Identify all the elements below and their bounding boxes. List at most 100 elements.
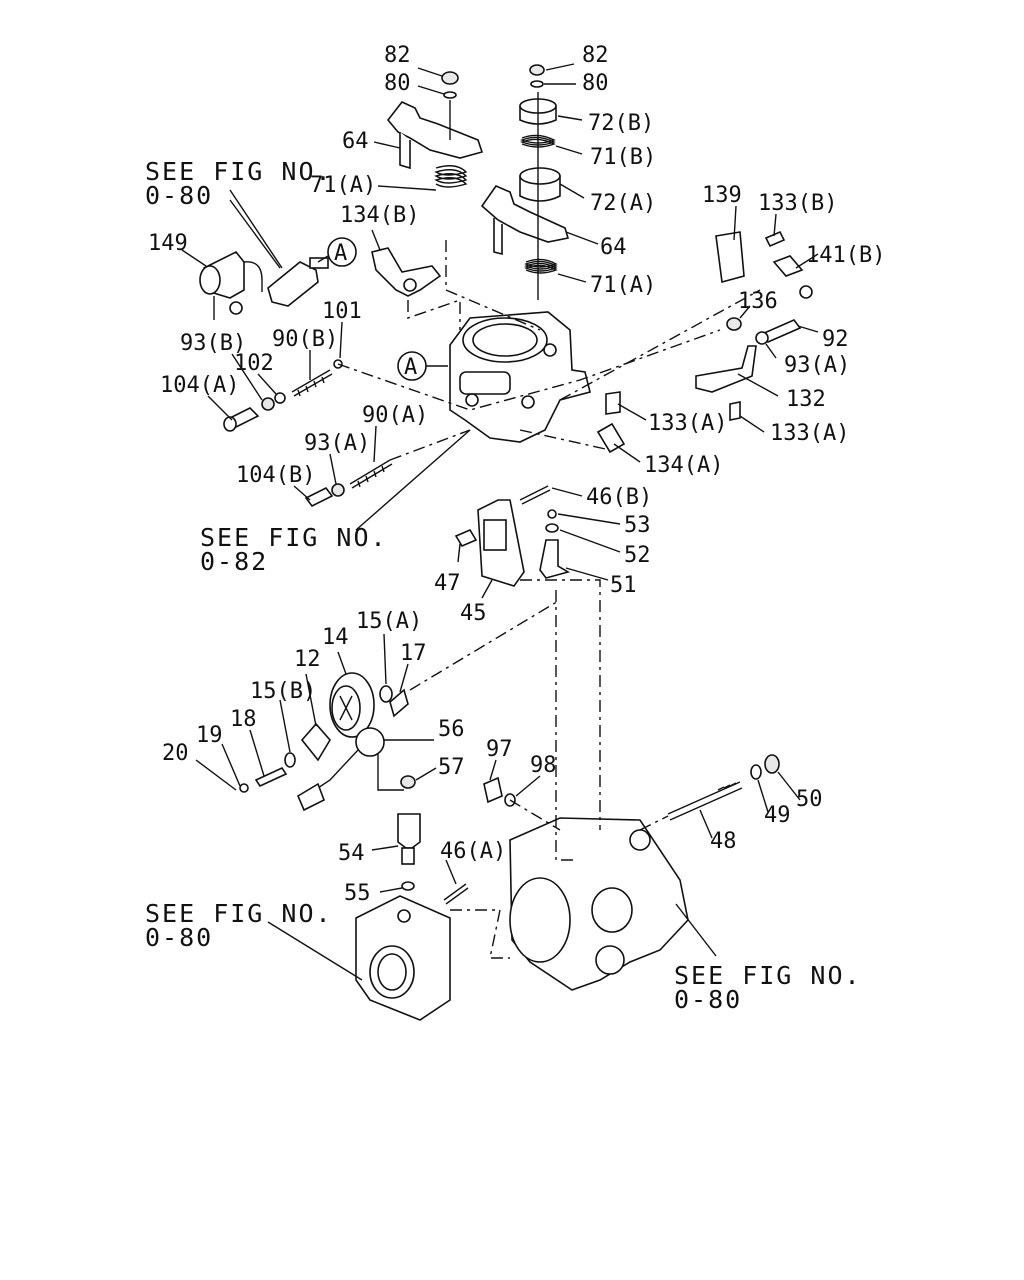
- figure-ref-title: SEE FIG NO.: [145, 157, 333, 186]
- lever-64-right: [480, 185, 570, 243]
- right-bracket-group: [596, 230, 813, 454]
- part-label-82: 82: [384, 43, 411, 68]
- nut-57: [400, 775, 416, 789]
- part-label-93A: 93(A): [784, 353, 850, 378]
- nut-136: [726, 317, 742, 331]
- part-label-72A: 72(A): [590, 191, 656, 216]
- lever-64-right-tab: [493, 218, 503, 256]
- part-label-104A: 104(A): [160, 373, 239, 398]
- part-label-15B: 15(B): [250, 679, 316, 704]
- part-label-18: 18: [230, 707, 257, 732]
- part-label-136: 136: [738, 289, 778, 314]
- figure-ref-mid-left: SEE FIG NO. 0-82: [200, 523, 388, 576]
- part-label-64: 64: [342, 129, 369, 154]
- plate-139: [715, 231, 745, 284]
- washer-15A: [379, 685, 393, 703]
- screw-90A: [349, 459, 393, 489]
- pump-housing: [509, 817, 689, 991]
- part-label-133B: 133(B): [758, 191, 837, 216]
- part-label-56: 56: [438, 717, 465, 742]
- solenoid-149: [199, 250, 263, 320]
- part-label-134A: 134(A): [644, 453, 723, 478]
- plug-47: [454, 528, 478, 548]
- part-label-45: 45: [460, 601, 487, 626]
- bolt-133B: [764, 230, 786, 248]
- part-label-14: 14: [322, 625, 349, 650]
- lower-left-screw-group: [304, 459, 393, 508]
- spring-71A-lower: [524, 258, 558, 274]
- plug-104B: [304, 486, 334, 508]
- part-label-53: 53: [624, 513, 651, 538]
- ring-19: [239, 783, 249, 793]
- part-label-51: 51: [610, 573, 637, 598]
- part-label-132: 132: [786, 387, 826, 412]
- part-label-47: 47: [434, 571, 461, 596]
- part-label-97: 97: [486, 737, 513, 762]
- part-label-80: 80: [384, 71, 411, 96]
- flange-block: [355, 895, 451, 1021]
- part-label-141B: 141(B): [806, 243, 885, 268]
- part-label-82: 82: [582, 43, 609, 68]
- part-label-49: 49: [764, 803, 791, 828]
- part-label-104B: 104(B): [236, 463, 315, 488]
- marker-A-mid-text: A: [404, 355, 417, 380]
- assembly-lines: [337, 240, 761, 959]
- sensor-group: [296, 727, 469, 905]
- part-label-90A: 90(A): [362, 403, 428, 428]
- washer-15B: [284, 752, 296, 768]
- spring-71B: [520, 134, 556, 148]
- part-label-149: 149: [148, 231, 188, 256]
- stop-lever-group: [454, 485, 571, 587]
- washer-52: [545, 523, 559, 533]
- plug-97: [483, 776, 503, 804]
- part-label-71A: 71(A): [590, 273, 656, 298]
- lever-64-left-tab: [399, 132, 411, 170]
- part-label-101: 101: [322, 299, 362, 324]
- timer-gear-group: [239, 672, 409, 793]
- pin-18: [254, 766, 288, 788]
- part-label-19: 19: [196, 723, 223, 748]
- spring-71A-upper: [434, 165, 468, 188]
- nut-93B: [261, 397, 275, 411]
- part-label-57: 57: [438, 755, 465, 780]
- clip-141B: [772, 255, 804, 277]
- washer-55: [401, 881, 415, 891]
- part-label-55: 55: [344, 881, 371, 906]
- figure-ref-number: 0-80: [145, 181, 213, 210]
- part-label-98: 98: [530, 753, 557, 778]
- part-12: [300, 722, 331, 762]
- part-label-133A: 133(A): [770, 421, 849, 446]
- figure-ref-title: SEE FIG NO.: [200, 523, 388, 552]
- figure-ref-bottom-right: SEE FIG NO. 0-80: [674, 961, 862, 1014]
- sensor-56: [355, 727, 385, 757]
- part-label-52: 52: [624, 543, 651, 568]
- nut-82-right: [529, 64, 545, 76]
- lever-64-left: [386, 101, 484, 159]
- leader-lines: [181, 63, 819, 981]
- spring-46A: [443, 883, 469, 905]
- part-label-71B: 71(B): [590, 145, 656, 170]
- part-label-46B: 46(B): [586, 485, 652, 510]
- spring-46B: [519, 485, 551, 505]
- part-label-102: 102: [234, 351, 274, 376]
- part-label-54: 54: [338, 841, 365, 866]
- part-label-93A: 93(A): [304, 431, 370, 456]
- marker-A-mid: A: [397, 351, 448, 381]
- nut-93A-left: [331, 483, 345, 497]
- part-label-64: 64: [600, 235, 627, 260]
- nut-82-left: [441, 71, 459, 85]
- part-label-17: 17: [400, 641, 427, 666]
- pin-51: [539, 539, 571, 579]
- bolt-133A-right: [729, 401, 741, 421]
- washer-49: [750, 764, 762, 780]
- bolt-133A-left: [605, 391, 621, 415]
- part-label-20: 20: [162, 741, 189, 766]
- part-label-134B: 134(B): [340, 203, 419, 228]
- figure-ref-title: SEE FIG NO.: [674, 961, 862, 990]
- part-label-48: 48: [710, 829, 737, 854]
- ring-53: [547, 509, 557, 519]
- marker-A-top-text: A: [334, 241, 347, 266]
- figure-ref-top-left: SEE FIG NO. 0-80: [145, 157, 333, 210]
- part-label-71A: 71(A): [310, 173, 376, 198]
